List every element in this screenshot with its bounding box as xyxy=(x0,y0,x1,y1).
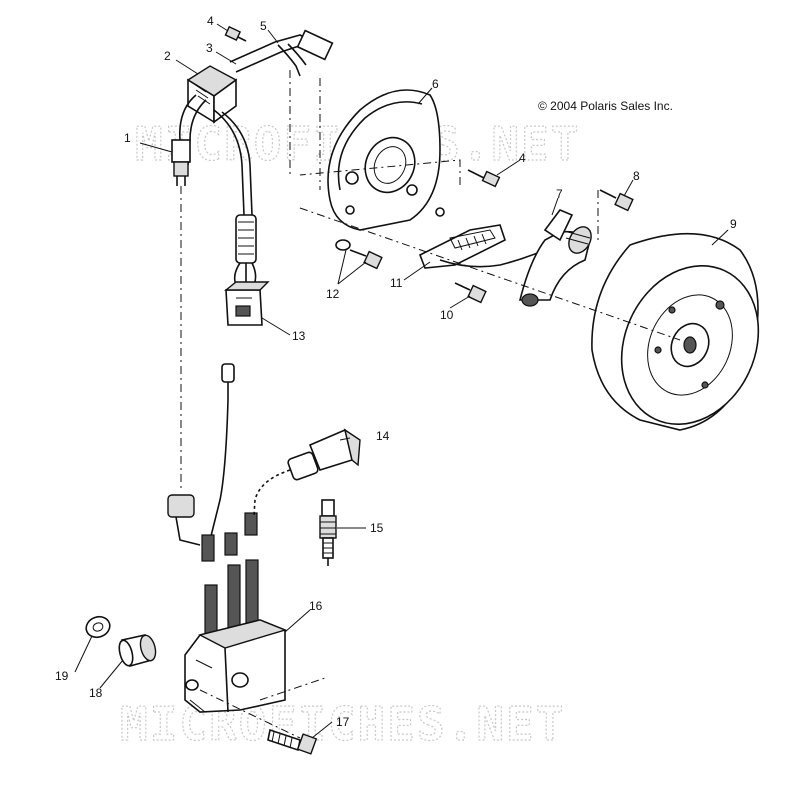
callout-18: 18 xyxy=(89,686,103,700)
wire-tube xyxy=(229,29,334,77)
callout-9: 9 xyxy=(730,217,737,231)
ignition-coil xyxy=(184,559,288,713)
callout-11: 11 xyxy=(390,276,403,290)
flywheel xyxy=(591,232,760,431)
callout-8: 8 xyxy=(633,169,640,183)
coil-lead-wires xyxy=(167,363,258,562)
screw-8 xyxy=(599,189,634,212)
callout-15: 15 xyxy=(370,521,384,535)
callout-10: 10 xyxy=(440,308,454,322)
callout-12: 12 xyxy=(326,287,340,301)
small-connector xyxy=(171,139,191,186)
callout-17: 17 xyxy=(336,715,350,729)
regulator xyxy=(186,65,238,124)
leader-dash-17 xyxy=(199,677,326,739)
callout-6: 6 xyxy=(432,77,439,91)
stator-plate xyxy=(327,89,445,231)
leader-dash-4 xyxy=(299,159,461,185)
callout-3: 3 xyxy=(206,41,213,55)
harness-connector xyxy=(224,281,270,326)
bolt-17 xyxy=(267,728,318,755)
trigger-coil xyxy=(518,209,592,307)
screw-mid xyxy=(467,169,501,188)
leader-dash-tube xyxy=(289,70,321,190)
screw-top xyxy=(224,25,247,42)
spark-plug-cap xyxy=(253,428,361,516)
washer-screw-12 xyxy=(335,239,383,270)
spark-plug xyxy=(319,499,337,566)
callout-16: 16 xyxy=(309,599,323,613)
leader-lines xyxy=(74,23,729,739)
washer-19 xyxy=(85,615,111,639)
pickup-coil xyxy=(418,224,541,269)
callout-19: 19 xyxy=(55,669,69,683)
center-axis-dash xyxy=(299,207,681,341)
callout-5: 5 xyxy=(260,19,267,33)
callout-1: 1 xyxy=(124,131,131,145)
screw-10 xyxy=(454,282,487,304)
callout-4-top: 4 xyxy=(207,14,214,28)
callout-13: 13 xyxy=(292,329,306,343)
callout-4-mid: 4 xyxy=(519,151,526,165)
callout-7: 7 xyxy=(556,187,563,201)
callout-numbers: 1 2 3 4 5 6 4 7 8 9 12 11 10 13 14 15 16… xyxy=(55,14,737,729)
bushing-18 xyxy=(118,634,157,667)
callout-2: 2 xyxy=(164,49,171,63)
callout-14: 14 xyxy=(376,429,390,443)
copyright-notice: © 2004 Polaris Sales Inc. xyxy=(538,99,673,113)
